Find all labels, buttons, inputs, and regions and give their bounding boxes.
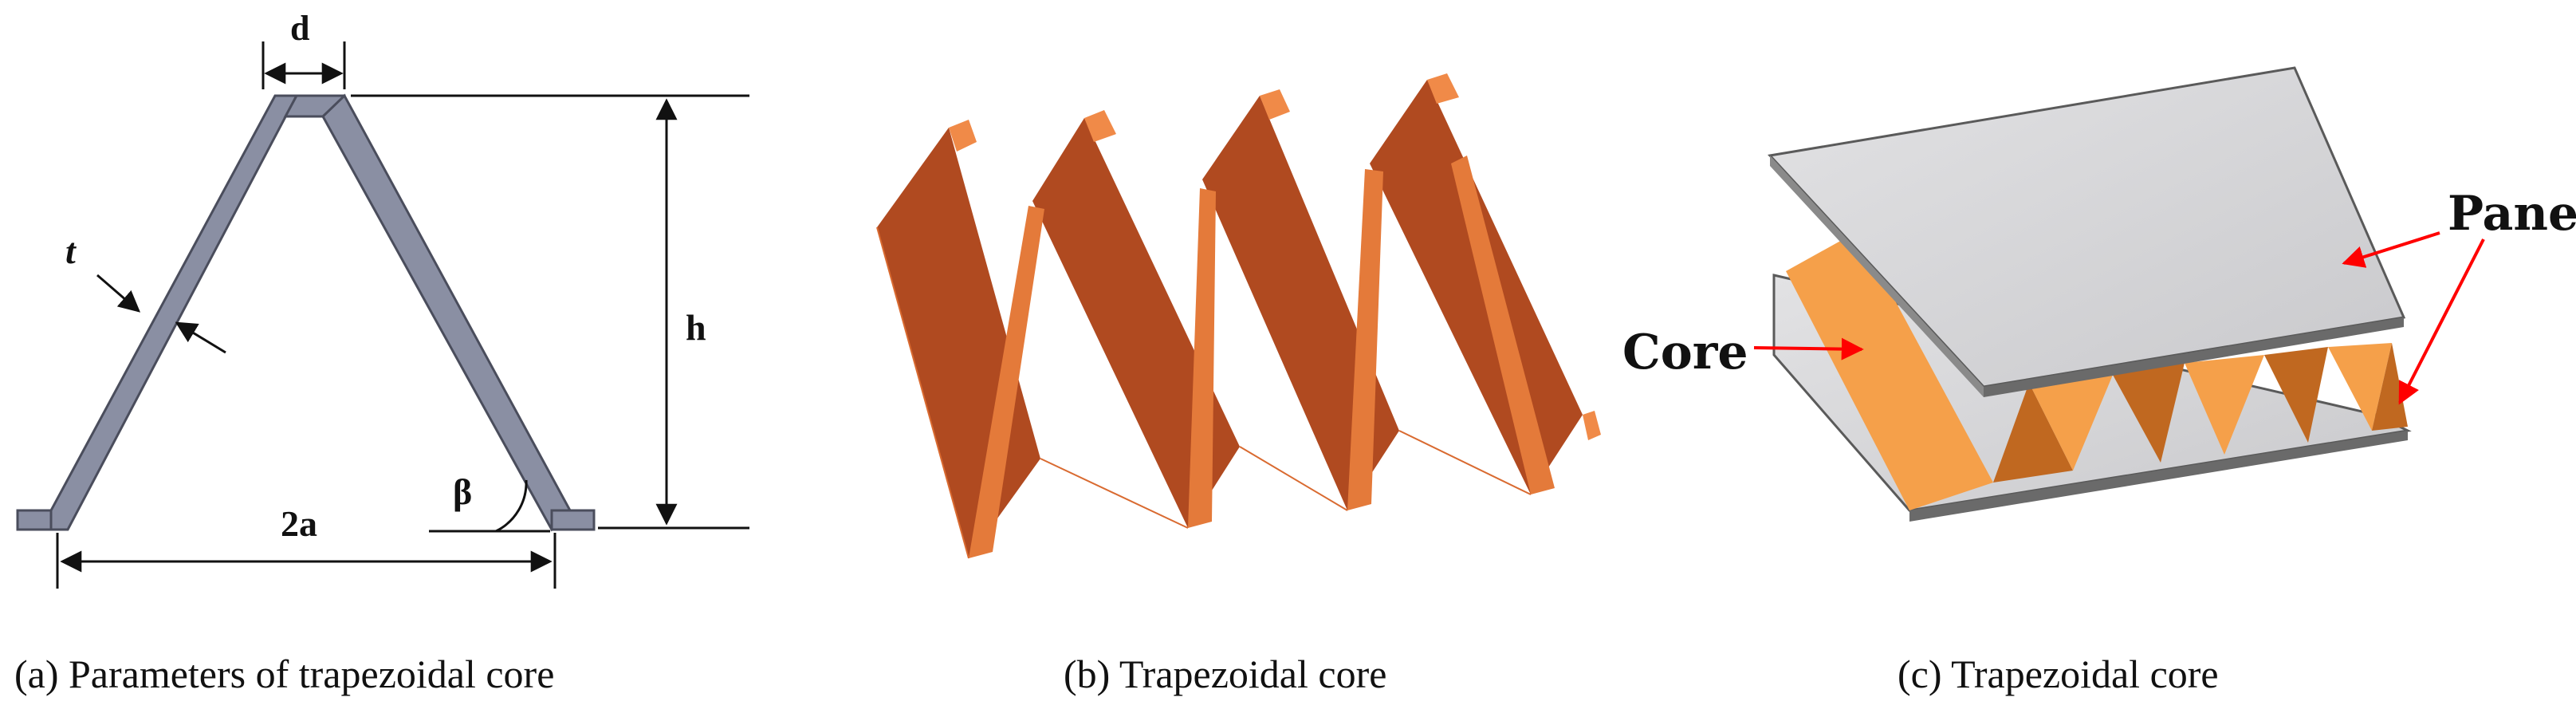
trapezoid-right-wall bbox=[321, 93, 572, 532]
core-arrow bbox=[1753, 337, 1864, 360]
panel-a-trapezoid-parameters: d h t β 2a (a) Parameters of trapezoidal… bbox=[14, 9, 749, 696]
panel-b-trapezoidal-core-3d: (b) Trapezoidal core bbox=[876, 73, 1601, 696]
trapezoid-profile bbox=[16, 509, 53, 531]
label-core: Core bbox=[1622, 325, 1748, 380]
core-b-flanges bbox=[876, 227, 1532, 559]
t-arrow-inner bbox=[175, 321, 226, 354]
label-2a: 2a bbox=[281, 503, 317, 544]
panel-arrow-top bbox=[2342, 231, 2440, 268]
trapezoid-right-flange bbox=[550, 509, 596, 531]
core-b-light-faces bbox=[949, 73, 1601, 558]
trapezoid-left-wall bbox=[49, 94, 299, 531]
label-d: d bbox=[290, 9, 309, 48]
beta-arc bbox=[495, 479, 528, 533]
label-panel: Panel bbox=[2448, 186, 2576, 242]
caption-b: (b) Trapezoidal core bbox=[1064, 652, 1386, 696]
label-t: t bbox=[65, 230, 77, 271]
t-arrow-outer bbox=[96, 274, 141, 313]
panel-c-sandwich-panel: Core Panel (c) Trapezoidal core bbox=[1622, 66, 2576, 696]
label-h: h bbox=[686, 307, 706, 348]
core-c bbox=[1786, 231, 2408, 510]
caption-a: (a) Parameters of trapezoidal core bbox=[14, 652, 554, 696]
caption-c: (c) Trapezoidal core bbox=[1898, 652, 2219, 696]
label-beta: β bbox=[453, 471, 472, 512]
panel-arrow-bottom bbox=[2398, 238, 2485, 405]
